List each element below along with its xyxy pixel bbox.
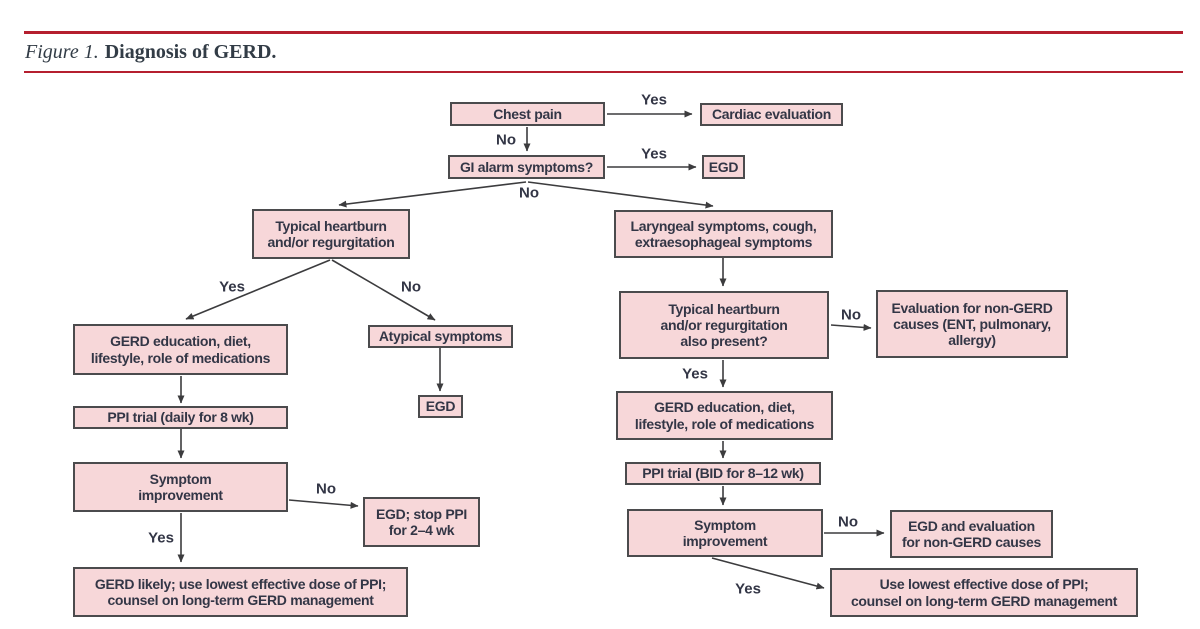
edge-label-symptom-left-yes: Yes <box>148 529 174 547</box>
node-ppi-trial-bid: PPI trial (BID for 8–12 wk) <box>625 462 821 485</box>
node-chest-pain: Chest pain <box>450 102 605 126</box>
bottom-rule <box>24 71 1183 73</box>
node-egd-top: EGD <box>702 155 745 179</box>
node-laryngeal-symptoms: Laryngeal symptoms, cough, extraesophage… <box>614 210 833 258</box>
arrow-gi-to-laryngeal <box>527 181 714 209</box>
node-egd-mid: EGD <box>418 395 463 418</box>
node-use-lowest-dose: Use lowest effective dose of PPI; counse… <box>830 568 1138 617</box>
node-cardiac-evaluation: Cardiac evaluation <box>700 103 843 126</box>
node-symptom-improvement-right: Symptom improvement <box>627 509 823 557</box>
node-gi-alarm-symptoms: GI alarm symptoms? <box>448 155 605 179</box>
edge-label-also-present-yes: Yes <box>682 365 708 383</box>
node-ppi-trial-daily: PPI trial (daily for 8 wk) <box>73 406 288 429</box>
edge-label-also-present-no: No <box>841 306 861 324</box>
node-gerd-education-left: GERD education, diet, lifestyle, role of… <box>73 324 288 375</box>
arrow-alsopresent-to-nongerd <box>830 323 872 331</box>
edge-label-symptom-right-no: No <box>838 513 858 531</box>
edge-label-chest-yes: Yes <box>641 91 667 109</box>
top-rule <box>24 31 1183 34</box>
node-egd-and-evaluation: EGD and evaluation for non-GERD causes <box>890 510 1053 558</box>
node-symptom-improvement-left: Symptom improvement <box>73 462 288 512</box>
arrow-gi-to-typical <box>338 181 527 208</box>
node-also-present: Typical heartburn and/or regurgitation a… <box>619 291 829 359</box>
edge-label-symptom-left-no: No <box>316 480 336 498</box>
node-gerd-likely: GERD likely; use lowest effective dose o… <box>73 567 408 617</box>
arrow-typical-to-education <box>185 259 331 320</box>
node-egd-stop-ppi: EGD; stop PPI for 2–4 wk <box>363 497 480 547</box>
edge-label-typical-no: No <box>401 278 421 296</box>
figure-label: Figure 1. <box>25 41 99 63</box>
edge-label-typical-yes: Yes <box>219 278 245 296</box>
node-atypical-symptoms: Atypical symptoms <box>368 325 513 348</box>
figure-title: Figure 1.Diagnosis of GERD. <box>25 41 276 64</box>
edge-label-gi-yes: Yes <box>641 145 667 163</box>
node-typical-heartburn: Typical heartburn and/or regurgitation <box>252 209 410 259</box>
node-gerd-education-right: GERD education, diet, lifestyle, role of… <box>616 391 833 440</box>
arrow-symptom-left-to-egdstop <box>288 499 359 509</box>
figure-name: Diagnosis of GERD. <box>104 41 277 63</box>
edge-label-chest-no: No <box>496 131 516 149</box>
node-non-gerd-evaluation: Evaluation for non-GERD causes (ENT, pul… <box>876 290 1068 358</box>
edge-label-symptom-right-yes: Yes <box>735 580 761 598</box>
arrow-symptom-right-to-uselowest <box>711 557 825 590</box>
edge-label-gi-no: No <box>519 184 539 202</box>
